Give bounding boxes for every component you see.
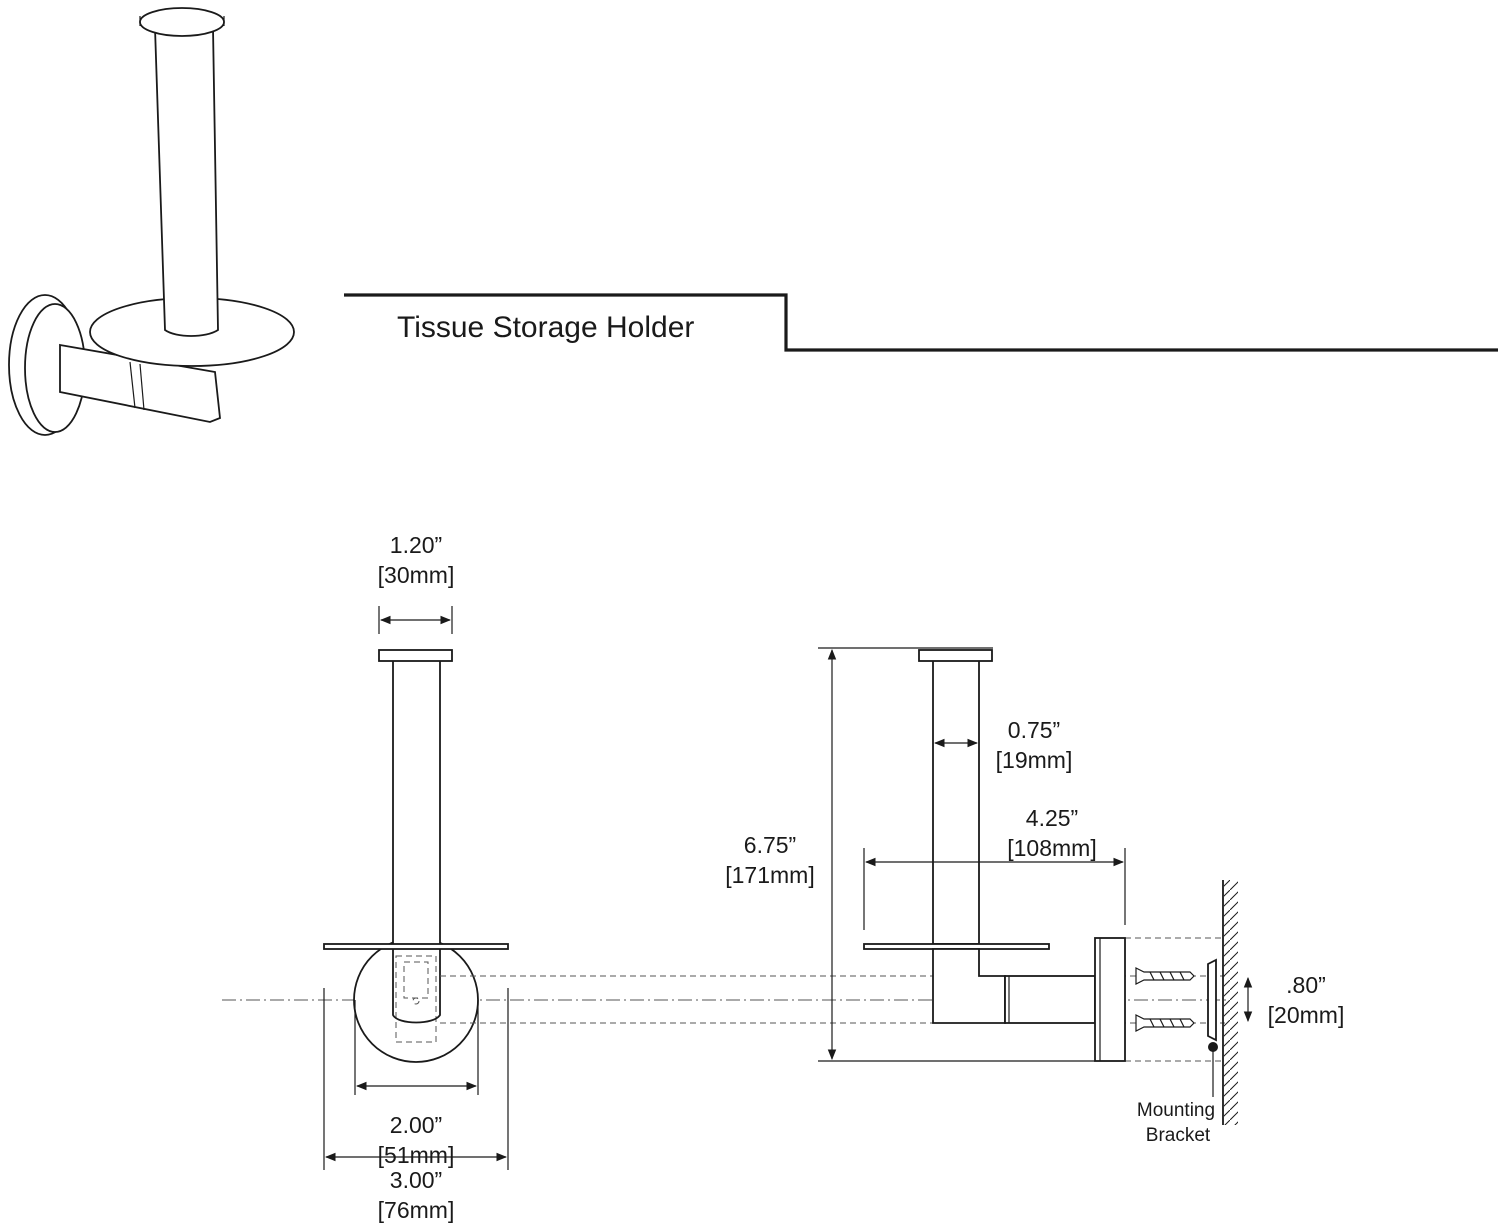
wall-hatch bbox=[1224, 880, 1238, 1125]
dim-rod-mm: [19mm] bbox=[996, 747, 1073, 773]
mounting-bracket-shape bbox=[1207, 958, 1217, 1042]
dim-screw-mm: [20mm] bbox=[1268, 1002, 1345, 1028]
page-title: Tissue Storage Holder bbox=[397, 311, 694, 344]
dim-height-in: 6.75” bbox=[744, 832, 796, 858]
front-cap bbox=[378, 649, 453, 662]
product-perspective-view bbox=[8, 7, 295, 436]
dim-rod-in: 0.75” bbox=[1008, 717, 1060, 743]
dim-cap-width-mm: [30mm] bbox=[378, 562, 455, 588]
dim-plate-in: 3.00” bbox=[390, 1167, 442, 1193]
side-cap bbox=[918, 649, 993, 662]
dim-base-mm: [51mm] bbox=[378, 1142, 455, 1168]
dim-base-in: 2.00” bbox=[390, 1112, 442, 1138]
wall-base-circle bbox=[353, 937, 479, 1063]
dim-height-mm: [171mm] bbox=[725, 862, 814, 888]
front-rod bbox=[392, 659, 441, 946]
dim-screw-in: .80” bbox=[1286, 972, 1326, 998]
side-view: 6.75” [171mm] 0.75” [19mm] 4.25” [108mm]… bbox=[440, 647, 1345, 1146]
dim-projection-in: 4.25” bbox=[1026, 805, 1078, 831]
dim-plate-mm: [76mm] bbox=[378, 1197, 455, 1223]
dim-projection-mm: [108mm] bbox=[1007, 835, 1096, 861]
support-arm bbox=[59, 343, 221, 423]
side-rod bbox=[932, 659, 980, 945]
rod-top-cap bbox=[139, 7, 225, 37]
side-arm bbox=[1004, 975, 1096, 1024]
screw-top bbox=[1135, 967, 1195, 985]
title-banner: Tissue Storage Holder bbox=[344, 293, 1498, 352]
front-plate bbox=[323, 943, 509, 950]
bracket-label-2: Bracket bbox=[1146, 1125, 1211, 1146]
dim-cap-width-in: 1.20” bbox=[390, 532, 442, 558]
side-elbow bbox=[932, 948, 1006, 1024]
vertical-rod bbox=[154, 27, 219, 337]
screw-bottom bbox=[1135, 1014, 1195, 1032]
bracket-label-1: Mounting bbox=[1137, 1100, 1215, 1121]
